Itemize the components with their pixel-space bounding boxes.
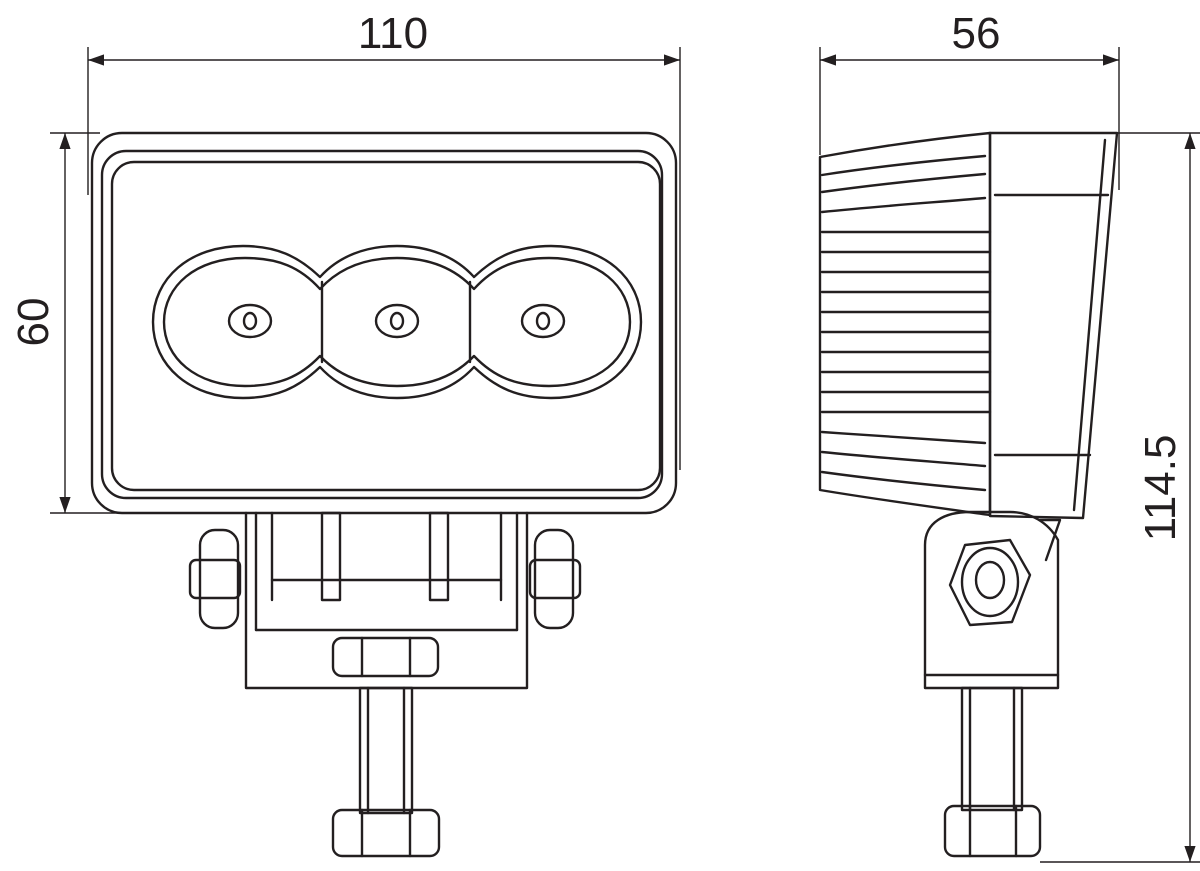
front-stud (331, 686, 441, 858)
side-front-cap (988, 131, 1119, 520)
dimension-depth-label: 56 (952, 9, 1001, 58)
right-knob (528, 528, 582, 630)
dimension-total-height: 114.5 (1040, 132, 1200, 863)
side-bracket (923, 510, 1060, 690)
led-1 (227, 303, 273, 339)
dimension-width-label: 110 (358, 9, 428, 58)
front-view (90, 131, 678, 858)
heatsink-body (818, 131, 992, 517)
front-lens-panel (110, 160, 662, 492)
dimension-front-height: 60 (9, 132, 250, 514)
reflector-outline (151, 244, 643, 400)
front-bracket (244, 511, 529, 690)
led-2 (374, 303, 420, 339)
dimension-total-height-label: 114.5 (1136, 435, 1185, 542)
side-view (818, 131, 1119, 858)
front-housing-outer (90, 131, 678, 515)
led-3 (520, 303, 566, 339)
dimension-height-label: 60 (9, 298, 58, 347)
left-knob (188, 528, 242, 630)
dimension-depth: 56 (819, 9, 1120, 190)
side-hex-nut (948, 538, 1032, 627)
side-stud (943, 686, 1042, 858)
heatsink-fins (820, 154, 992, 492)
reflector-inner (162, 256, 632, 388)
front-housing-rim (100, 149, 664, 500)
dimension-width: 110 (87, 9, 681, 470)
